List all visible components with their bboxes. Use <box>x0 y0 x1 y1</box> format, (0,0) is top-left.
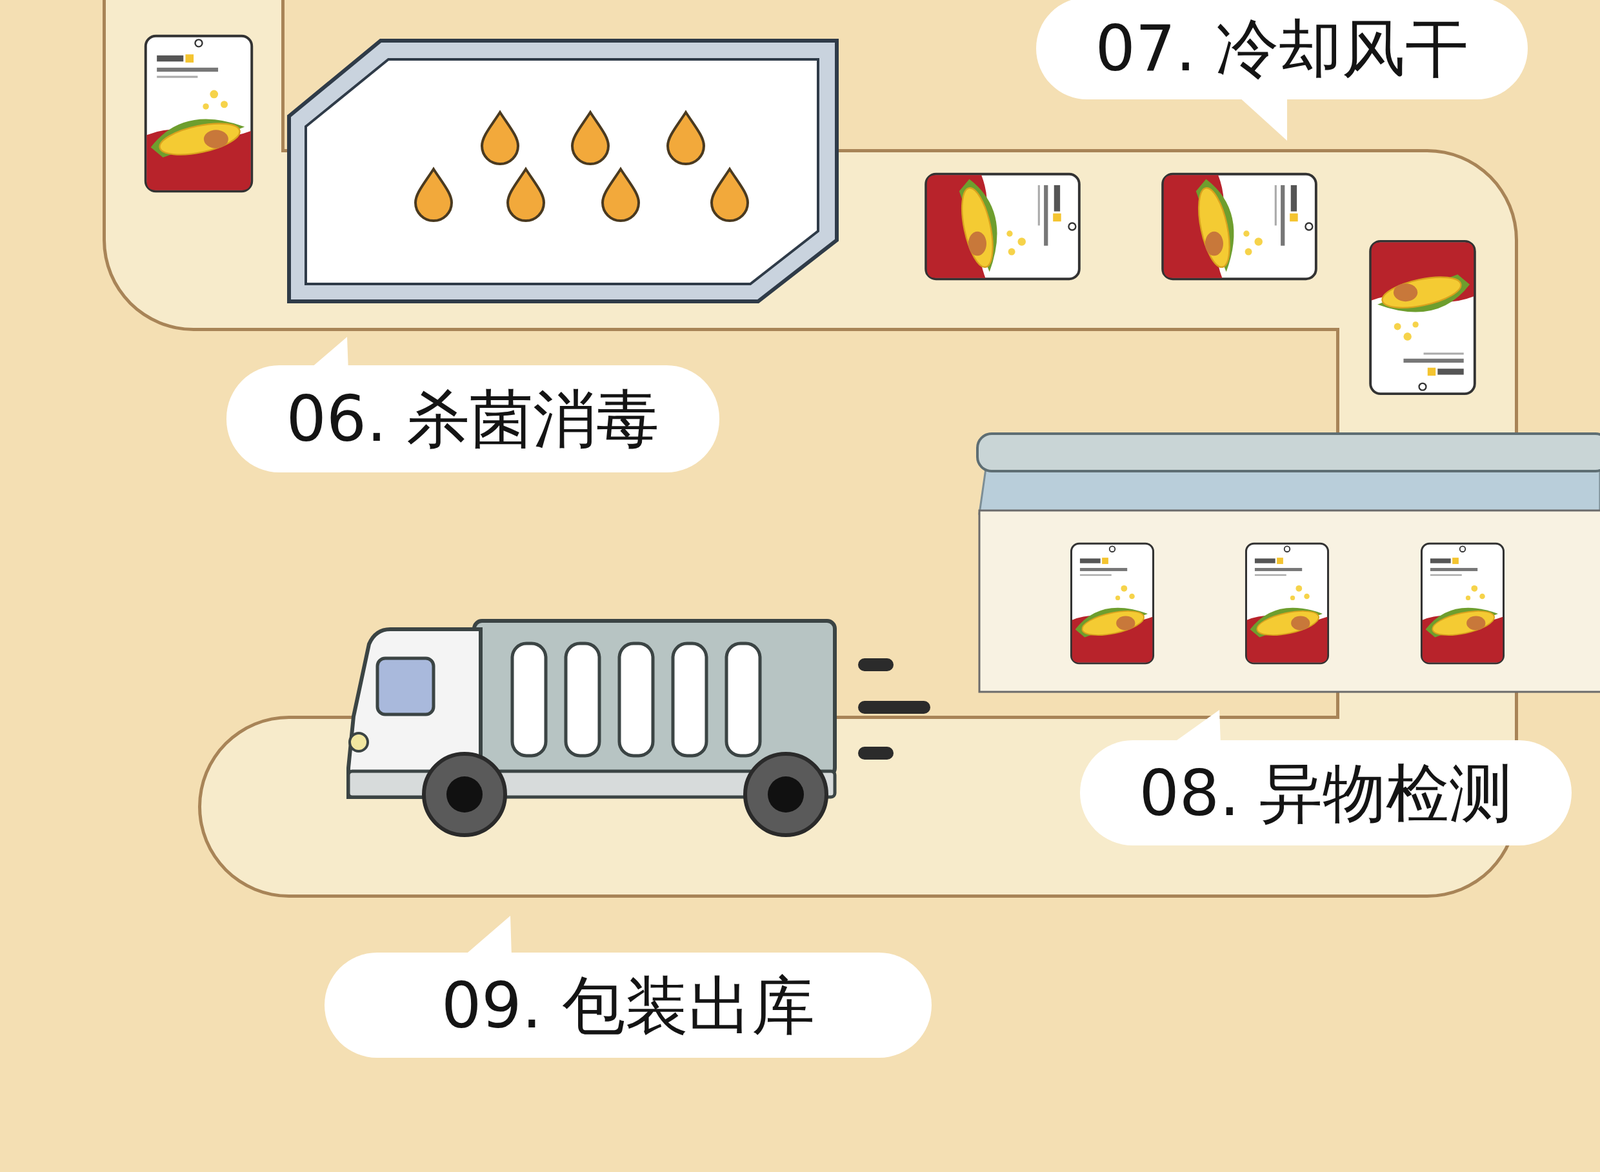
drop <box>415 169 452 221</box>
bubble-tail <box>463 915 512 957</box>
bubble-tail <box>1172 709 1221 744</box>
snack-pack <box>1421 543 1504 664</box>
step-label: 09. 包装出库 <box>441 973 815 1037</box>
speech-bubble: 06. 杀菌消毒 <box>226 365 720 473</box>
snack-pack <box>925 174 1080 280</box>
bubble-tail <box>1238 96 1288 141</box>
detector-scanner <box>979 468 1600 514</box>
truck-wheel <box>745 753 827 835</box>
sterilizer-frame <box>289 40 837 302</box>
container-slat <box>565 643 600 756</box>
detector-machine <box>977 433 1600 692</box>
snack-pack <box>1070 543 1153 664</box>
container-slat <box>672 643 707 756</box>
drop <box>711 169 748 221</box>
step-label: 07. 冷却风干 <box>1094 16 1469 80</box>
wheel-hub <box>767 776 804 813</box>
cab-window <box>377 658 434 715</box>
speed-line <box>864 700 924 714</box>
drop <box>572 112 609 164</box>
speech-bubble: 09. 包装出库 <box>324 952 932 1058</box>
speed-line <box>864 746 888 760</box>
wheel-hub <box>446 776 483 813</box>
detector-chamber <box>979 510 1600 692</box>
detector-top-bar <box>977 433 1600 471</box>
speech-bubble: 08. 异物检测 <box>1080 740 1572 846</box>
speech-bubble: 07. 冷却风干 <box>1036 0 1528 100</box>
speed-line <box>864 658 888 671</box>
drop <box>602 169 639 221</box>
container-slat <box>619 643 653 756</box>
steam-drops <box>415 112 748 221</box>
drop <box>667 112 704 164</box>
truck-wheel <box>423 753 506 835</box>
drop <box>507 169 544 221</box>
step-label: 08. 异物检测 <box>1138 761 1513 825</box>
headlight <box>349 732 368 751</box>
container-slat <box>512 643 546 756</box>
sterilizer-machine <box>289 40 837 302</box>
snack-pack <box>1370 241 1475 394</box>
speed-lines <box>864 664 924 753</box>
delivery-truck <box>348 620 924 835</box>
container-slat <box>726 643 760 756</box>
step-label: 06. 杀菌消毒 <box>285 387 660 451</box>
sterilizer-window <box>305 59 819 284</box>
snack-pack <box>1245 543 1328 664</box>
snack-pack <box>145 36 253 191</box>
drop <box>481 112 519 164</box>
snack-pack <box>1162 174 1317 280</box>
